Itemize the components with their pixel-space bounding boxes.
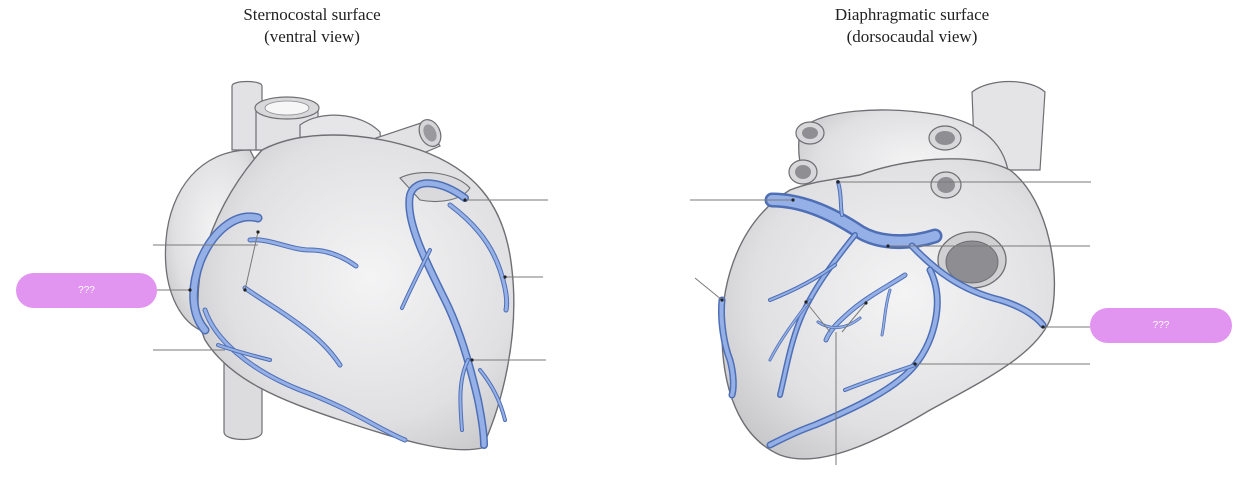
sternocostal-title: Sternocostal surface (ventral view) <box>182 4 442 48</box>
leader-dots-ventral <box>188 198 507 362</box>
diaphragmatic-title-line2: (dorsocaudal view) <box>846 27 978 46</box>
leader-dots-dorsal <box>720 180 1045 366</box>
answer-box-right-label: ??? <box>1152 320 1170 331</box>
diaphragmatic-title: Diaphragmatic surface (dorsocaudal view) <box>782 4 1042 48</box>
diaphragmatic-title-line1: Diaphragmatic surface <box>834 5 990 24</box>
sternocostal-title-line1: Sternocostal surface <box>243 5 381 24</box>
heart-dorsocaudal <box>690 80 1091 465</box>
coronary-vessels-ventral <box>189 179 510 449</box>
leader-lines-dorsal <box>690 181 1091 465</box>
pulmonary-vein-openings <box>788 121 962 199</box>
answer-box-left-label: ??? <box>78 285 95 296</box>
answer-box-right[interactable]: ??? <box>1090 308 1232 343</box>
sternocostal-title-line2: (ventral view) <box>264 27 360 46</box>
heart-ventral <box>153 80 548 451</box>
answer-box-left[interactable]: ??? <box>16 273 157 308</box>
coronary-vessels-dorsal <box>718 180 1047 449</box>
leader-lines-ventral <box>153 199 548 361</box>
